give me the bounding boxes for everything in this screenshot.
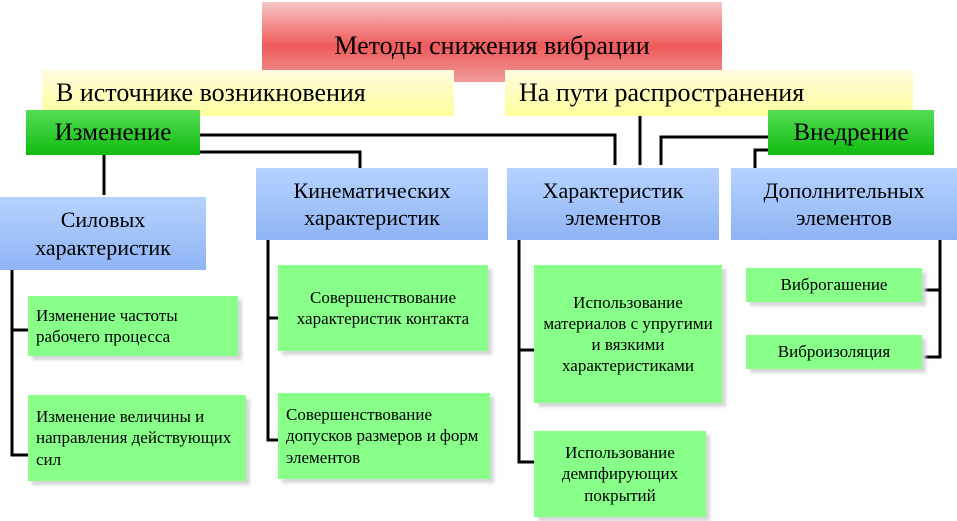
change-node: Изменение (26, 110, 200, 155)
kinematic-category: Кинематических характеристик (256, 168, 488, 240)
leaf-force-change: Изменение величины и направления действу… (28, 395, 246, 481)
additional-category: Дополнительных элементов (731, 168, 957, 240)
leaf-contact-improvement: Совершенствование характеристик контакта (278, 265, 488, 351)
elements-category: Характеристик элементов (507, 168, 719, 240)
introduce-node: Внедрение (768, 110, 934, 155)
path-header: На пути распространения (505, 70, 913, 116)
source-header: В источнике возникновения (42, 70, 454, 116)
leaf-tolerance-improvement: Совершенствование допусков размеров и фо… (278, 393, 490, 479)
leaf-vibration-isolation: Виброизоляция (746, 335, 922, 369)
leaf-elastic-materials: Использование материалов с упругими и вя… (534, 265, 722, 403)
leaf-vibration-damping: Виброгашение (746, 268, 922, 302)
leaf-damping-coatings: Использование демпфирующих покрытий (534, 431, 706, 517)
force-category: Силовых характеристик (0, 197, 206, 270)
diagram-title: Методы снижения вибрации (262, 2, 722, 82)
leaf-frequency-change: Изменение частоты рабочего процесса (28, 296, 238, 356)
